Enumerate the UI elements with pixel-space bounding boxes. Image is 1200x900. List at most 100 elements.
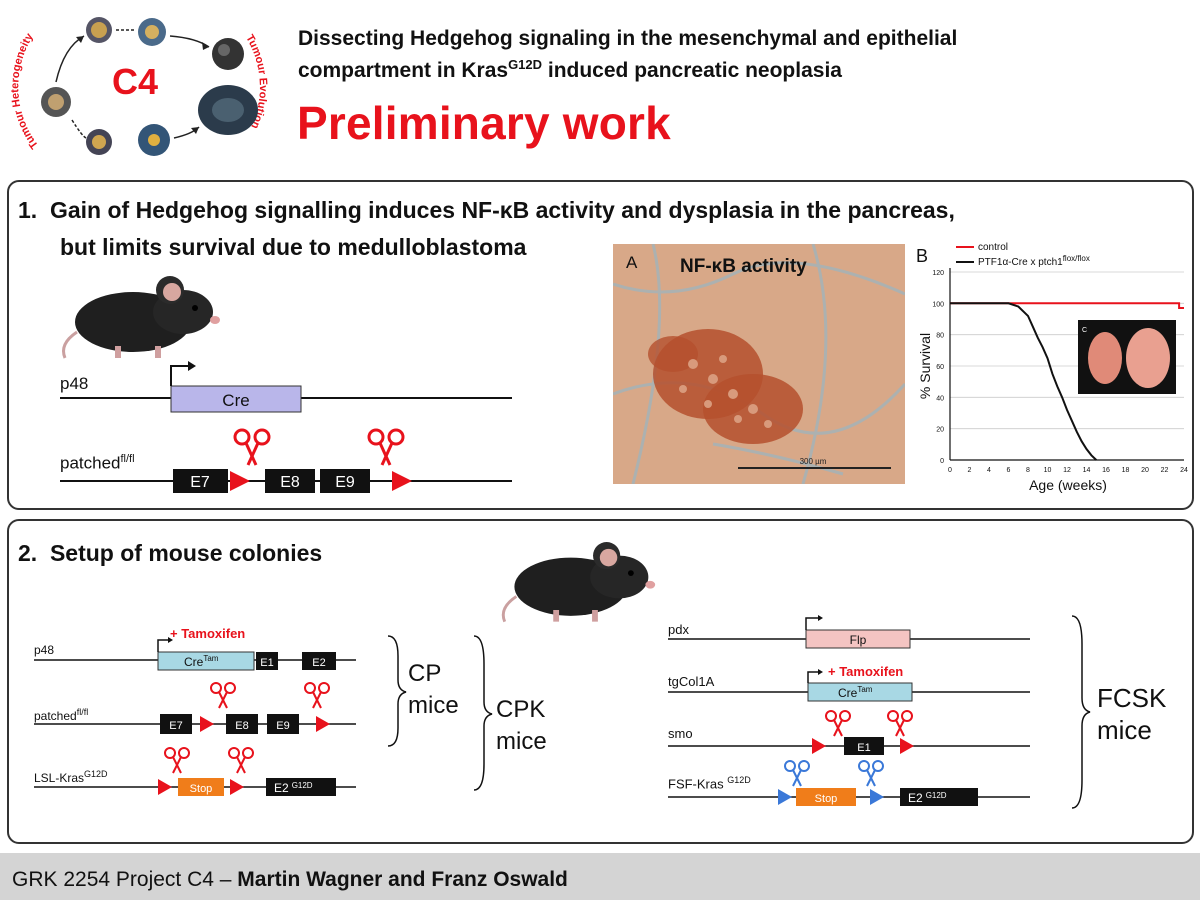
legend-label-ptf1a: PTF1α-Cre x ptch1flox/flox — [978, 254, 1090, 268]
legend-label-control: control — [978, 242, 1008, 253]
frt-triangle — [870, 789, 884, 805]
inset-letter: C — [1082, 327, 1087, 334]
cre-box-label: Cre — [222, 391, 249, 410]
exon-e8: E8 — [280, 474, 300, 491]
mouse-image — [501, 542, 656, 623]
scissors-icon — [304, 682, 330, 709]
p48-label: p48 — [60, 374, 89, 393]
footer-bar — [0, 853, 1200, 900]
loxp-triangle — [392, 471, 412, 491]
right-gene-smo: smo — [668, 726, 693, 741]
exon-e2: E2 — [312, 657, 325, 669]
header-title-line2: compartment in KrasG12D induced pancreat… — [298, 57, 842, 82]
cre-tam-label: CreTam — [184, 654, 219, 669]
tamoxifen-label: + Tamoxifen — [828, 664, 903, 679]
brain-inset-mutant — [1126, 328, 1170, 388]
stop-cassette-label: Stop — [815, 793, 838, 805]
section2-title: 2. Setup of mouse colonies — [18, 540, 323, 566]
scissors-icon — [210, 682, 236, 709]
tamoxifen-label: + Tamoxifen — [170, 626, 245, 641]
panel-a-letter: A — [626, 253, 638, 272]
patched-floxed-construct: E7 E8 E9 — [60, 428, 512, 493]
micrograph-title: NF-κB activity — [680, 256, 807, 277]
section1-panel — [7, 180, 1194, 510]
p48-cre-construct: Cre — [60, 361, 512, 413]
loxp-triangle — [230, 471, 250, 491]
scissors-icon — [228, 747, 254, 774]
x-tick-label: 8 — [1026, 467, 1030, 474]
scissors-icon — [858, 760, 884, 787]
cp-mice-label: CP mice — [408, 660, 459, 719]
left-gene-p48: p48 — [34, 643, 55, 657]
x-axis-label: Age (weeks) — [1029, 477, 1107, 493]
exon-e7: E7 — [169, 720, 182, 732]
x-tick-label: 12 — [1063, 467, 1071, 474]
left-constructs: CreTam E1 E2 + Tamoxifen E7 E8 E9 Stop E… — [34, 626, 356, 796]
tumour-heterogeneity-arc-text: Tumour Heterogeneity — [9, 31, 41, 151]
exon-e7: E7 — [190, 474, 210, 491]
frt-triangle — [778, 789, 792, 805]
c4-cycle-logo: Tumour Heterogeneity Tumour Evolution C4 — [9, 17, 269, 156]
scale-bar-label: 300 µm — [800, 457, 827, 466]
scissors-icon — [784, 760, 810, 787]
x-tick-label: 22 — [1161, 467, 1169, 474]
loxp-triangle — [900, 738, 914, 754]
section1-title-line2: but limits survival due to medulloblasto… — [60, 234, 527, 260]
cell-cluster-icons — [41, 17, 258, 156]
exon-e9: E9 — [276, 720, 289, 732]
brain-inset-control — [1088, 332, 1122, 384]
exon-e9: E9 — [335, 474, 355, 491]
x-tick-label: 6 — [1007, 467, 1011, 474]
header-title-line1: Dissecting Hedgehog signaling in the mes… — [298, 27, 958, 50]
y-tick-label: 40 — [936, 395, 944, 402]
c4-label: C4 — [112, 61, 158, 102]
scissors-icon — [233, 428, 271, 466]
patched-label: patchedfl/fl — [60, 453, 135, 473]
right-gene-pdx: pdx — [668, 622, 689, 637]
loxp-triangle — [200, 716, 214, 732]
exon-e1: E1 — [857, 742, 870, 754]
section1-title: 1. Gain of Hedgehog signalling induces N… — [18, 197, 955, 223]
exon-e8: E8 — [235, 720, 248, 732]
y-tick-label: 120 — [932, 270, 944, 277]
right-gene-tgcol1a: tgCol1A — [668, 674, 715, 689]
scissors-icon — [367, 428, 405, 466]
loxp-triangle — [812, 738, 826, 754]
x-tick-label: 24 — [1180, 467, 1188, 474]
main-heading: Preliminary work — [297, 97, 671, 149]
x-tick-label: 16 — [1102, 467, 1110, 474]
left-gene-patched: patchedfl/fl — [34, 707, 89, 723]
exon-e1: E1 — [260, 657, 273, 669]
y-tick-label: 80 — [936, 333, 944, 340]
loxp-triangle — [316, 716, 330, 732]
fcsk-mice-label: FCSK mice — [1097, 683, 1167, 745]
cre-tam-label: CreTam — [838, 685, 873, 700]
x-tick-label: 2 — [968, 467, 972, 474]
x-tick-label: 10 — [1044, 467, 1052, 474]
y-tick-label: 0 — [940, 458, 944, 465]
scissors-icon — [164, 747, 190, 774]
loxp-triangle — [230, 779, 244, 795]
x-tick-label: 0 — [948, 467, 952, 474]
y-axis-label: % Survival — [917, 333, 933, 399]
panel-b-letter: B — [916, 246, 928, 266]
cp-cpk-brackets — [387, 635, 493, 791]
stop-cassette-label: Stop — [190, 783, 213, 795]
footer-text: GRK 2254 Project C4 – Martin Wagner and … — [12, 868, 568, 891]
series-line-ptf1a-cre-ptch1 — [950, 302, 1097, 461]
scissors-icon — [887, 710, 913, 737]
header-title: Dissecting Hedgehog signaling in the mes… — [298, 26, 1178, 84]
loxp-triangle — [158, 779, 172, 795]
x-tick-label: 20 — [1141, 467, 1149, 474]
nfkb-micrograph: 300 µm — [613, 244, 905, 484]
y-tick-label: 20 — [936, 427, 944, 434]
scissors-icon — [825, 710, 851, 737]
cpk-mice-label: CPK mice — [496, 696, 547, 755]
x-tick-label: 14 — [1083, 467, 1091, 474]
y-tick-label: 100 — [932, 301, 944, 308]
y-tick-label: 60 — [936, 364, 944, 371]
